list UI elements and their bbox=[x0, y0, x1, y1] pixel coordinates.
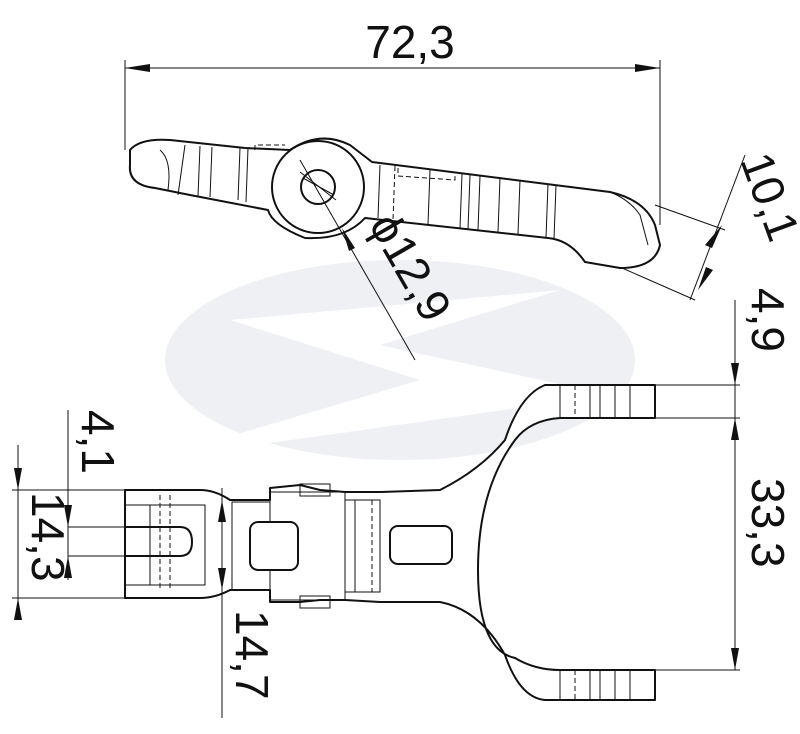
dim-neck-height: 14,7 bbox=[218, 488, 278, 718]
dim-label-lever-thickness: 10,1 bbox=[731, 146, 800, 248]
dim-label-neck-height: 14,7 bbox=[226, 610, 278, 700]
dim-label-fork-prong-spacing: 33,3 bbox=[742, 478, 794, 568]
watermark-logo bbox=[150, 260, 635, 460]
fork-top-view bbox=[124, 384, 656, 701]
dim-fork-prong-spacing: 33,3 bbox=[655, 418, 794, 671]
lever-side-view bbox=[128, 137, 661, 269]
dim-label-fork-prong-width: 4,9 bbox=[742, 288, 794, 352]
dim-pivot-width: 14,3 bbox=[12, 445, 125, 620]
dim-fork-prong-width: 4,9 bbox=[655, 288, 794, 440]
dim-label-overall-length: 72,3 bbox=[365, 16, 455, 68]
dim-label-pivot-width: 14,3 bbox=[22, 492, 74, 582]
bore-inner bbox=[300, 169, 336, 205]
dim-overall-length: 72,3 bbox=[124, 16, 661, 225]
dim-slot-width: 4,1 bbox=[64, 410, 125, 580]
dim-label-slot-width: 4,1 bbox=[72, 410, 124, 474]
